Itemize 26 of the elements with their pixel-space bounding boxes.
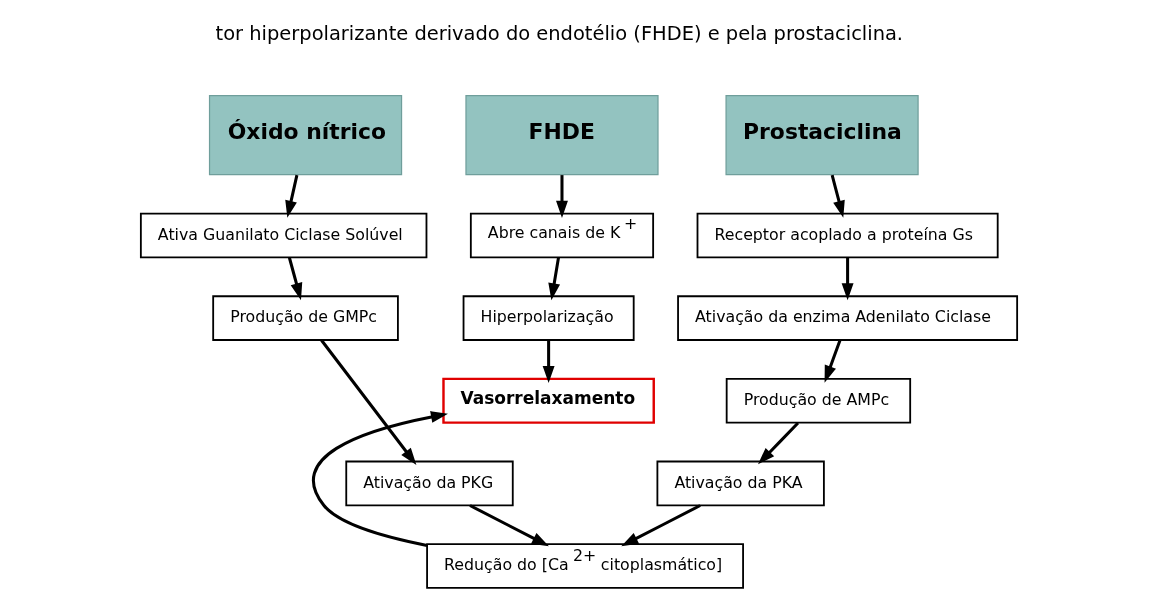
node-box: Ativação da PKG (344, 460, 514, 507)
arrow (841, 257, 854, 301)
arrow (284, 174, 298, 218)
arrow (824, 339, 841, 383)
node-box: Receptor acoplado a proteína Gs (696, 212, 999, 259)
node-box: Produção de AMPc (725, 377, 911, 424)
arrow (311, 411, 448, 547)
node-box: Vasorrelaxamento (441, 377, 655, 424)
node-box: FHDE (464, 95, 659, 176)
arrow (757, 422, 799, 465)
arrow (555, 175, 568, 218)
node-box: Produção de GMPc (211, 295, 399, 341)
node-box: Ativa Guanilato Ciclase Solúvel (139, 212, 427, 259)
arrow (468, 504, 549, 547)
arrow (547, 257, 560, 301)
arrow (542, 340, 555, 383)
node-box: Hiperpolarização (462, 295, 635, 341)
node-box: Ativação da enzima Adenilato Ciclase (676, 295, 1018, 341)
node-box: Óxido nítrico (208, 95, 402, 176)
arrow (287, 257, 302, 301)
label: tor hiperpolarizante derivado do endotélio (FHDE) e pela prostaciclina. (215, 21, 903, 45)
arrow (620, 504, 701, 547)
arrow (319, 339, 416, 465)
node-box: Ativação da PKA (656, 460, 825, 507)
arrow (830, 174, 845, 218)
node-box: Prostaciclina (724, 95, 919, 176)
